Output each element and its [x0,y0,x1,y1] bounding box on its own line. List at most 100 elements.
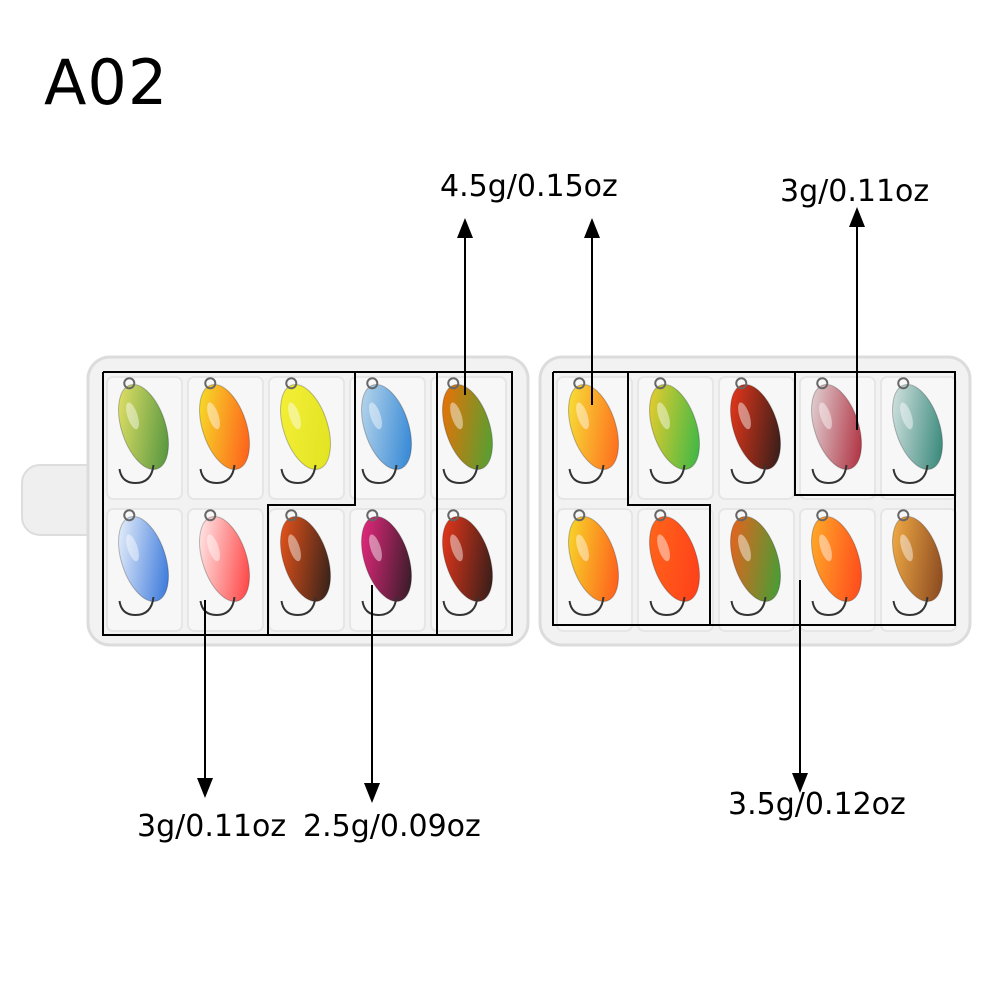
spoon-lure-shine [657,402,670,430]
split-ring [816,377,829,390]
spoon-lure-body [280,384,331,470]
spoon-lure [568,509,619,602]
hook [730,464,767,485]
spoon-lure-shine [900,534,913,562]
spoon-lure-body [442,516,493,602]
hook [361,464,398,485]
weight-group-outlines-right [552,371,956,626]
hook [811,464,848,485]
hook [730,596,767,617]
hook [442,464,479,485]
spoon-lure [442,509,493,602]
split-ring [204,377,217,390]
spoon-lure-shine [450,402,463,430]
hook [199,464,236,485]
spoon-lure-body [892,384,943,470]
spoon-lure-body [361,384,412,470]
hook [361,596,398,617]
hook [442,596,479,617]
hook [280,596,317,617]
split-ring [447,509,460,522]
outline-right-3g [795,371,956,495]
spoon-lure [280,377,331,470]
spoon-lure [199,509,250,602]
split-ring [897,377,910,390]
spoon-lure-shine [900,402,913,430]
split-ring [123,377,136,390]
spoon-lure-shine [126,402,139,430]
spoon-lure-body [649,384,700,470]
spoon-lure [361,509,412,602]
split-ring [123,509,136,522]
split-ring [447,377,460,390]
split-ring [735,377,748,390]
hook [568,596,605,617]
spoon-lure [199,377,250,470]
spoon-lure [811,509,862,602]
spoon-lure-shine [819,534,832,562]
spoon-lure-shine [369,402,382,430]
split-ring [897,509,910,522]
spoon-lure-body [649,516,700,602]
spoon-lure [730,377,781,470]
weight-label-bottom-right: 3.5g/0.12oz [728,787,906,822]
split-ring [654,509,667,522]
spoon-lure-shine [450,534,463,562]
spoon-lure-shine [738,534,751,562]
spoon-lure-body [568,516,619,602]
spoon-lure-shine [369,534,382,562]
weight-label-bottom-left-1: 3g/0.11oz [137,809,287,844]
spoon-lure-shine [288,534,301,562]
hook [649,596,686,617]
spoon-lure [118,509,169,602]
hook [811,596,848,617]
hook [892,596,929,617]
split-ring [816,509,829,522]
spoon-lure-shine [819,402,832,430]
page-title: A02 [44,46,169,119]
hook [118,464,155,485]
spoon-lure-body [568,384,619,470]
spoon-lure-shine [288,402,301,430]
spoon-lure-shine [576,402,589,430]
split-ring [573,377,586,390]
spoon-lure [649,509,700,602]
hook [649,464,686,485]
weight-label-bottom-left-2: 2.5g/0.09oz [303,809,481,844]
spoon-lure [280,509,331,602]
spoon-lure-shine [126,534,139,562]
spoon-lure-body [199,384,250,470]
weight-group-outlines-left [102,371,513,636]
split-ring [573,509,586,522]
weight-label-top-left: 4.5g/0.15oz [440,169,618,204]
spoon-lure-body [811,516,862,602]
split-ring [285,377,298,390]
spoon-lure-shine [207,402,220,430]
split-ring [204,509,217,522]
spoon-lure-body [361,516,412,602]
spoon-lure-body [892,516,943,602]
hook [280,464,317,485]
spoon-lure [892,509,943,602]
split-ring [366,509,379,522]
spoon-lure [442,377,493,470]
spoon-lure-body [199,516,250,602]
outline-left-45g [436,371,513,636]
spoon-lure-body [118,516,169,602]
spoon-lure-body [730,384,781,470]
hook [892,464,929,485]
spoon-lure-body [442,384,493,470]
split-ring [735,509,748,522]
spoon-lure [892,377,943,470]
spoon-lure [118,377,169,470]
split-ring [285,509,298,522]
spoon-lure-body [280,516,331,602]
spoon-lure-shine [207,534,220,562]
hook [568,464,605,485]
hook [199,596,236,617]
spoon-lure [649,377,700,470]
spoon-lure [568,377,619,470]
spoon-lure-shine [576,534,589,562]
spoon-lure-body [118,384,169,470]
